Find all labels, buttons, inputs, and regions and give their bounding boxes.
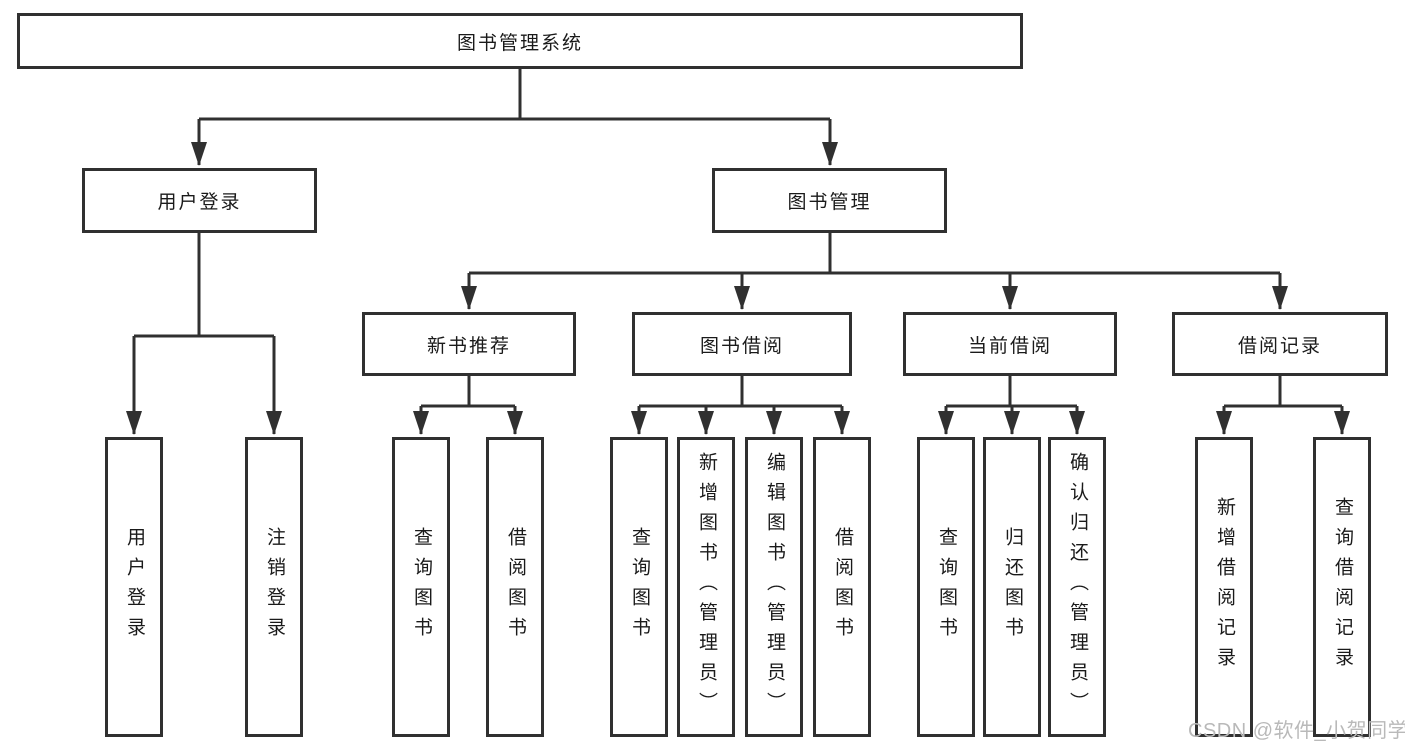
connector-root-split	[199, 69, 830, 121]
node-book-borrowing: 图书借阅	[632, 312, 852, 376]
connector-borrowing-split	[639, 376, 842, 408]
connector-records-split	[1224, 376, 1342, 408]
node-current-borrowing: 当前借阅	[903, 312, 1117, 376]
leaf-borrow-books: 借阅图书	[486, 437, 544, 737]
csdn-watermark: CSDN @软件_小贺同学	[1188, 720, 1405, 742]
node-user-login: 用户登录	[82, 168, 317, 233]
leaf-edit-book-admin: 编辑图书（管理员）	[745, 437, 803, 737]
leaf-logout: 注销登录	[245, 437, 303, 737]
leaf-add-book-admin: 新增图书（管理员）	[677, 437, 735, 737]
node-book-management: 图书管理	[712, 168, 947, 233]
leaf-query-books: 查询图书	[610, 437, 668, 737]
leaf-return-book: 归还图书	[983, 437, 1041, 737]
node-new-book-recommendation: 新书推荐	[362, 312, 576, 376]
connector-newbook-split	[421, 376, 515, 408]
connector-userlogin-split	[134, 233, 274, 338]
node-library-management-system: 图书管理系统	[17, 13, 1023, 69]
node-borrowing-records: 借阅记录	[1172, 312, 1388, 376]
leaf-confirm-return-admin: 确认归还（管理员）	[1048, 437, 1106, 737]
connector-bookmgmt-split	[469, 233, 1280, 275]
leaf-borrow-books: 借阅图书	[813, 437, 871, 737]
leaf-query-borrow-record: 查询借阅记录	[1313, 437, 1371, 737]
leaf-user-login: 用户登录	[105, 437, 163, 737]
leaf-query-books: 查询图书	[392, 437, 450, 737]
leaf-query-books: 查询图书	[917, 437, 975, 737]
leaf-add-borrow-record: 新增借阅记录	[1195, 437, 1253, 737]
connector-current-split	[946, 376, 1077, 408]
